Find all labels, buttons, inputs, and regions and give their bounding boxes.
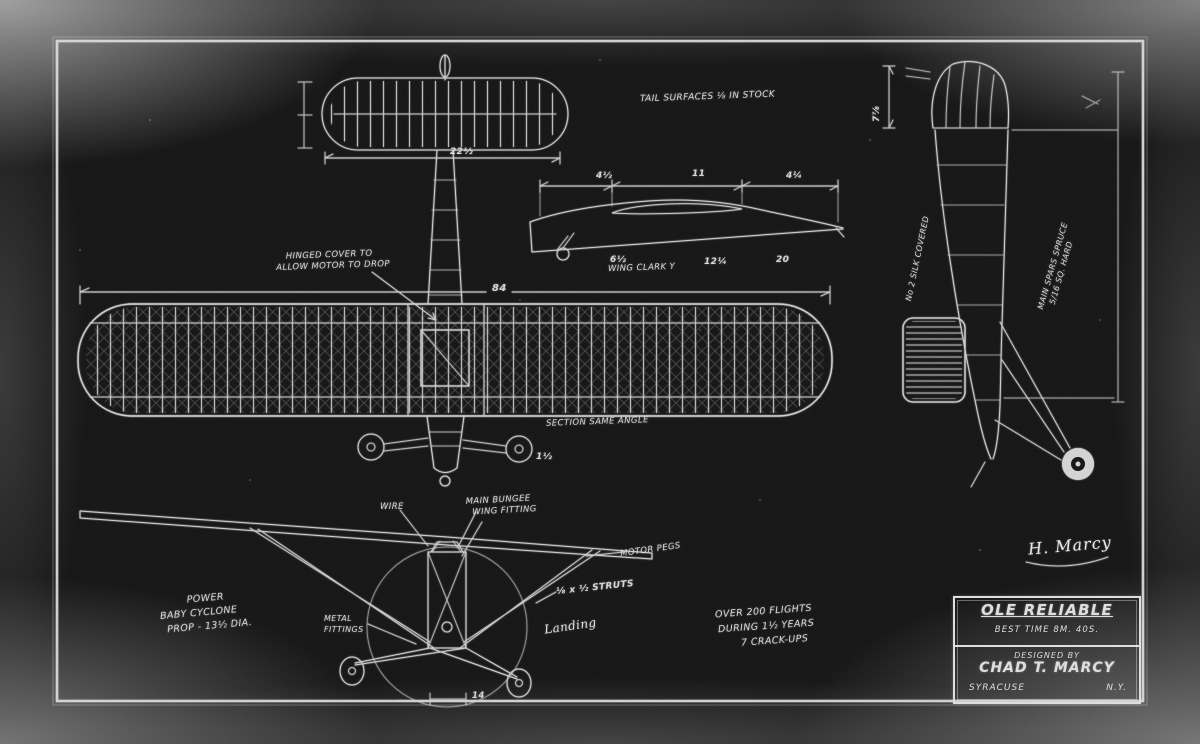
note-hinged-cover: HINGED COVER TO ALLOW MOTOR TO DROP — [276, 248, 390, 274]
title-block-state: N.Y. — [1106, 683, 1127, 693]
dim-side-top-3: 4¼ — [786, 171, 803, 181]
propeller-arc — [366, 546, 528, 708]
tailplane-top-view — [297, 54, 569, 165]
title-block-city: SYRACUSE — [969, 683, 1025, 693]
note-wire: WIRE — [380, 502, 404, 512]
title-block-best-time: BEST TIME 8M. 40S. — [994, 625, 1100, 635]
nose-top-view — [357, 415, 533, 487]
title-block-name: OLE RELIABLE — [981, 601, 1113, 619]
note-bungee-fitting: MAIN BUNGEE WING FITTING — [465, 493, 537, 519]
dim-side-bot-3: 20 — [776, 255, 790, 265]
note-metal-fittings: METAL FITTINGS — [324, 613, 364, 635]
note-metal-line2: FITTINGS — [324, 625, 364, 634]
wing-top-view — [77, 271, 833, 417]
fuselage-top-view-spine — [427, 149, 463, 305]
note-power-block: POWER BABY CYCLONE PROP - 13½ DIA. — [158, 588, 253, 638]
dim-gear-track: 14 — [472, 691, 485, 701]
title-block-designed-by: DESIGNED BY — [1014, 651, 1080, 660]
dim-nose: 1½ — [536, 452, 553, 462]
dim-side-top-2: 11 — [692, 169, 706, 179]
fuselage-side-view — [529, 179, 845, 261]
title-block-divider — [955, 645, 1139, 647]
note-metal-line1: METAL — [324, 614, 353, 623]
dim-tail-span: 22½ — [450, 147, 474, 157]
title-block-designer: CHAD T. MARCY — [979, 660, 1115, 676]
note-flights-block: OVER 200 FLIGHTS DURING 1½ YEARS 7 CRACK… — [715, 601, 816, 653]
dim-fin-width: 7⅞ — [872, 105, 882, 122]
title-block: OLE RELIABLE BEST TIME 8M. 40S. DESIGNED… — [953, 596, 1141, 704]
fuselage-vertical-view — [882, 61, 1125, 488]
dim-wing-span: 84 — [492, 283, 507, 294]
signature-underline — [1025, 556, 1109, 567]
dim-side-bot-2: 12¼ — [704, 257, 728, 267]
dim-side-top-1: 4½ — [596, 171, 613, 181]
